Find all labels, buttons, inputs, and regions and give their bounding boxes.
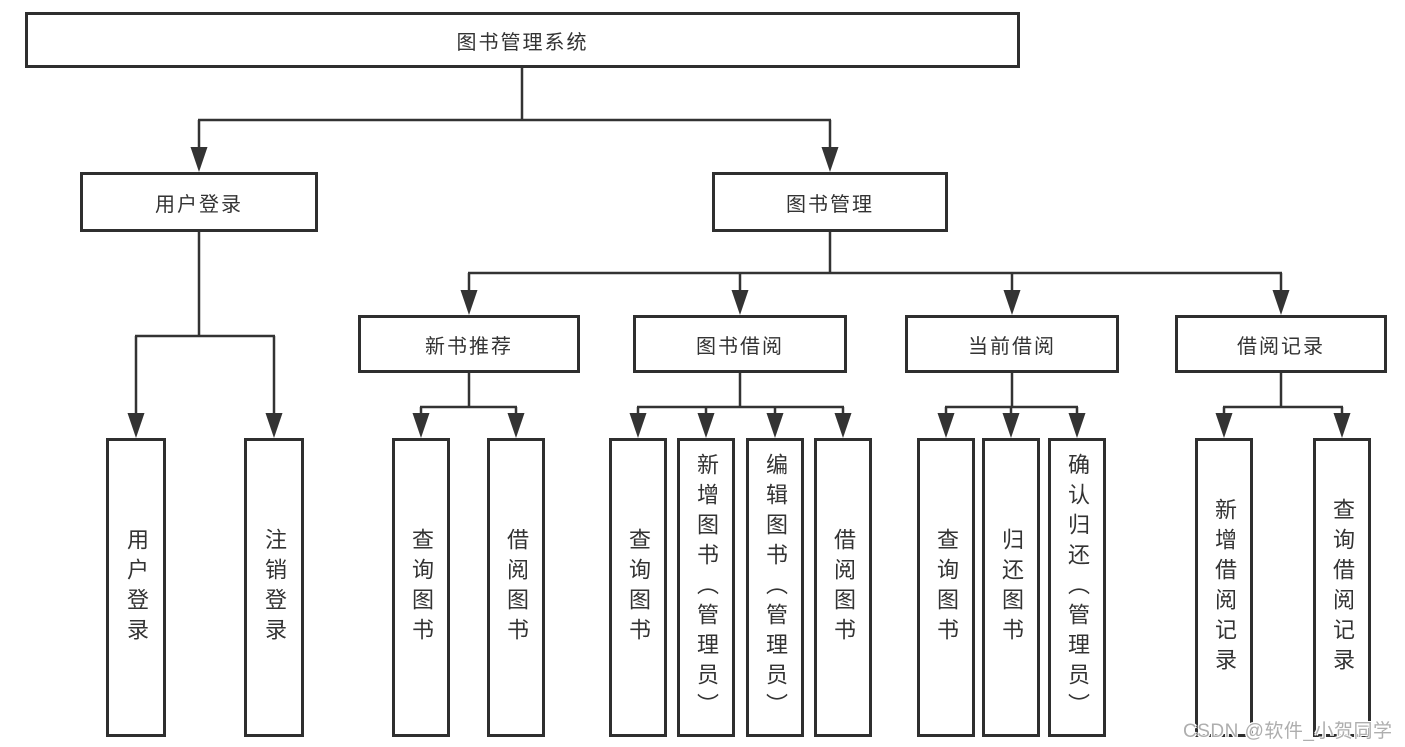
node-user-login: 用户登录 xyxy=(80,172,318,232)
leaf-label: 确认归还（管理员） xyxy=(1065,452,1090,723)
node-library-management-system: 图书管理系统 xyxy=(25,12,1020,68)
leaf-label: 查询图书 xyxy=(626,527,651,648)
leaf-borrow-books: 借阅图书 xyxy=(814,438,872,737)
leaf-label: 查询借阅记录 xyxy=(1330,497,1355,678)
leaf-label: 查询图书 xyxy=(934,527,959,648)
leaf-query-books-borrow: 查询图书 xyxy=(609,438,667,737)
leaf-query-books-recommend: 查询图书 xyxy=(392,438,450,737)
leaf-borrow-books-recommend: 借阅图书 xyxy=(487,438,545,737)
leaf-label: 归还图书 xyxy=(999,527,1024,648)
leaf-return-books: 归还图书 xyxy=(982,438,1040,737)
leaf-user-login: 用户登录 xyxy=(106,438,166,737)
leaf-query-books-current: 查询图书 xyxy=(917,438,975,737)
leaf-add-books-admin: 新增图书（管理员） xyxy=(677,438,735,737)
node-borrowing-records: 借阅记录 xyxy=(1175,315,1387,373)
leaf-confirm-return-admin: 确认归还（管理员） xyxy=(1048,438,1106,737)
node-current-borrowing: 当前借阅 xyxy=(905,315,1119,373)
node-label: 图书管理 xyxy=(786,193,874,216)
leaf-label: 注销登录 xyxy=(262,527,287,648)
leaf-label: 编辑图书（管理员） xyxy=(763,452,788,723)
node-label: 用户登录 xyxy=(155,193,243,216)
leaf-edit-books-admin: 编辑图书（管理员） xyxy=(746,438,804,737)
leaf-label: 新增图书（管理员） xyxy=(694,452,719,723)
leaf-label: 借阅图书 xyxy=(504,527,529,648)
node-label: 图书借阅 xyxy=(696,335,784,358)
node-label: 新书推荐 xyxy=(425,335,513,358)
node-book-borrowing: 图书借阅 xyxy=(633,315,847,373)
node-label: 图书管理系统 xyxy=(456,31,589,54)
node-label: 当前借阅 xyxy=(968,335,1056,358)
node-book-management: 图书管理 xyxy=(712,172,948,232)
leaf-label: 借阅图书 xyxy=(831,527,856,648)
leaf-query-borrow-record: 查询借阅记录 xyxy=(1313,438,1371,737)
leaf-label: 查询图书 xyxy=(409,527,434,648)
leaf-label: 新增借阅记录 xyxy=(1212,497,1237,678)
csdn-watermark: CSDN @软件_小贺同学 xyxy=(1183,721,1393,742)
leaf-label: 用户登录 xyxy=(124,527,149,648)
node-new-book-recommendation: 新书推荐 xyxy=(358,315,580,373)
node-label: 借阅记录 xyxy=(1237,335,1325,358)
leaf-add-borrow-record: 新增借阅记录 xyxy=(1195,438,1253,737)
leaf-logout: 注销登录 xyxy=(244,438,304,737)
